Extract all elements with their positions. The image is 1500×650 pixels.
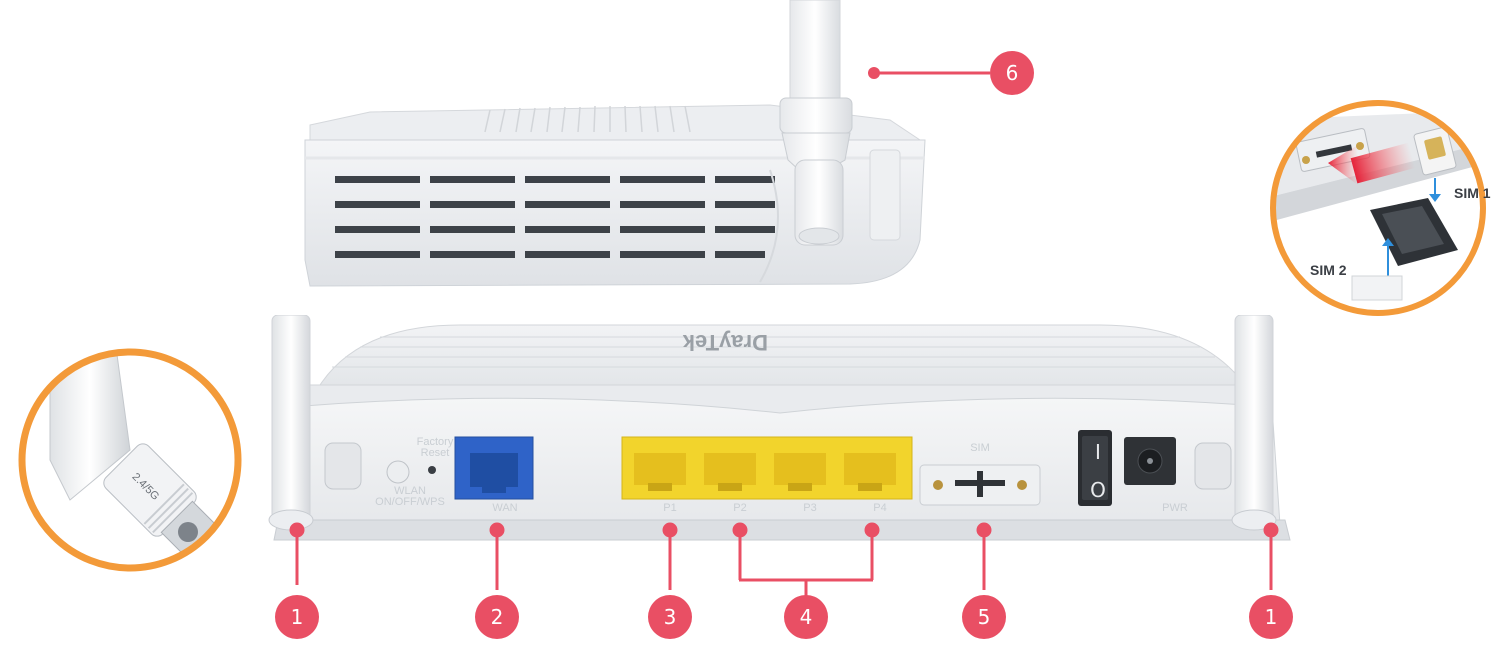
callout-6-connector [868, 67, 990, 79]
callout-5-badge: 5 [962, 595, 1006, 639]
factory-reset-line2: Reset [420, 447, 450, 459]
svg-text:DrayTek: DrayTek [682, 330, 768, 355]
sim2-label: SIM 2 [1310, 262, 1347, 278]
factory-reset-label: Factory Reset [410, 437, 460, 459]
antenna-connector-inset: 2.4/5G [18, 348, 242, 572]
callout-4-badge: 4 [784, 595, 828, 639]
power-switch-on-mark: I [1095, 440, 1101, 464]
callout-1-left-badge: 1 [275, 595, 319, 639]
wlan-wps-label: WLAN ON/OFF/WPS [360, 486, 460, 508]
p2-port-label: P2 [733, 502, 747, 514]
wan-port-label: WAN [492, 502, 518, 514]
power-switch-off-mark: O [1090, 478, 1106, 502]
callout-6-badge: 6 [990, 51, 1034, 95]
callout-1-right-badge: 1 [1249, 595, 1293, 639]
p3-port-label: P3 [803, 502, 817, 514]
callout-2-badge: 2 [475, 595, 519, 639]
wlan-line1: WLAN [394, 485, 426, 497]
p1-port-label: P1 [663, 502, 677, 514]
wlan-line2: ON/OFF/WPS [375, 496, 445, 508]
sim1-label: SIM 1 [1454, 185, 1491, 201]
sim-slot-label: SIM [970, 442, 990, 454]
factory-reset-line1: Factory [416, 436, 454, 448]
sim-tray-inset [1270, 100, 1486, 316]
p4-port-label: P4 [873, 502, 887, 514]
callout-3-badge: 3 [648, 595, 692, 639]
router-side-view [304, 0, 926, 287]
pwr-label: PWR [1162, 502, 1188, 514]
router-rear-view: DrayTek [268, 315, 1291, 541]
